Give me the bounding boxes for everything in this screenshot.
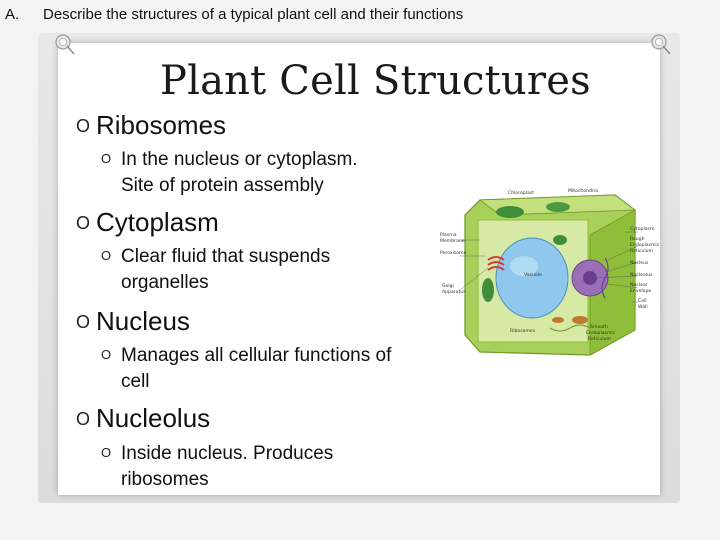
chloroplast-shape — [553, 235, 567, 245]
bullet-mark: O — [76, 312, 91, 332]
label-cell-wall: Wall — [638, 304, 648, 310]
sub-bullet-mark: O — [101, 347, 112, 362]
label-plasma-membrane: Membrane — [440, 238, 465, 244]
label-nuclear-envelope: Nuclear — [630, 282, 648, 288]
detail-line: Inside nucleus. Produces — [121, 443, 334, 464]
pushpin-icon — [55, 34, 75, 55]
label-rough-er: Endoplasmic — [630, 242, 660, 248]
detail-line: Manages all cellular functions of — [121, 345, 392, 366]
detail-line: Site of protein assembly — [121, 175, 324, 196]
bullet-heading: Cytoplasm — [96, 207, 219, 237]
label-vacuole: Vacuole — [524, 272, 542, 278]
bullet-detail-ribosomes: O In the nucleus or cytoplasm. Site of pr… — [101, 146, 441, 199]
label-rough-er: Rough — [630, 236, 645, 242]
vacuole-highlight — [510, 256, 538, 276]
detail-line: In the nucleus or cytoplasm. — [121, 149, 358, 170]
label-ribosomes: Ribosomes — [510, 328, 536, 334]
mitochondria-shape — [572, 316, 588, 324]
label-cytoplasm: Cytoplasm — [630, 226, 655, 232]
label-cell-wall: Cell — [638, 298, 647, 304]
bullet-detail-nucleus: O Manages all cellular functions of cell — [101, 342, 441, 395]
label-rough-er: Reticulum — [630, 248, 654, 254]
label-mitochondria: Mitochondria — [568, 188, 598, 194]
bullet-heading: Nucleus — [96, 306, 190, 336]
bullet-heading: Ribosomes — [96, 110, 227, 140]
label-plasma-membrane: Plasma — [440, 232, 457, 238]
sub-bullet-mark: O — [101, 248, 112, 263]
chloroplast-shape — [482, 278, 494, 302]
bullet-mark: O — [76, 213, 91, 233]
rough-er-shape — [601, 257, 609, 299]
label-chloroplast: Chloroplast — [508, 190, 534, 196]
pushpin-icon — [651, 34, 671, 55]
detail-line: organelles — [121, 272, 209, 293]
sub-bullet-mark: O — [101, 151, 112, 166]
golgi-shape — [487, 256, 505, 271]
label-golgi: Golgi — [442, 283, 454, 289]
slide-title: Plant Cell Structures — [160, 58, 591, 104]
detail-line: ribosomes — [121, 469, 209, 490]
label-nuclear-envelope: Envelope — [630, 288, 651, 294]
chloroplast-shape — [546, 202, 570, 212]
mitochondria-shape — [552, 317, 564, 323]
question-prompt: A. Describe the structures of a typical p… — [5, 6, 463, 23]
smooth-er-shape — [549, 324, 591, 332]
plant-cell-illustration: Chloroplast Mitochondria Plasma Membrane… — [440, 188, 660, 356]
vacuole-shape — [495, 237, 569, 319]
label-golgi: Apparatus — [442, 289, 466, 295]
detail-line: cell — [121, 371, 150, 392]
label-nucleus: Nucleus — [630, 260, 649, 266]
question-number: A. — [5, 6, 20, 23]
sub-bullet-mark: O — [101, 445, 112, 460]
question-text: Describe the structures of a typical pla… — [43, 6, 464, 23]
cell-wall-side — [589, 209, 636, 356]
detail-line: Clear fluid that suspends — [121, 246, 331, 267]
bullet-mark: O — [76, 116, 91, 136]
chloroplast-shape — [496, 206, 524, 218]
nucleolus-shape — [583, 271, 597, 285]
plant-cell-diagram: Chloroplast Mitochondria Plasma Membrane… — [440, 180, 660, 370]
bullet-detail-cytoplasm: O Clear fluid that suspends organelles — [101, 243, 441, 296]
label-peroxisome: Peroxisome — [440, 250, 467, 256]
bullet-heading: Nucleolus — [96, 403, 211, 433]
label-smooth-er: Endoplasmic — [586, 330, 616, 336]
bullet-mark: O — [76, 409, 91, 429]
label-smooth-er: Smooth — [590, 324, 608, 330]
label-nucleolus: Nucleolus — [630, 272, 653, 278]
label-smooth-er: Reticulum — [588, 336, 612, 342]
bullet-detail-nucleolus: O Inside nucleus. Produces ribosomes — [101, 440, 441, 493]
